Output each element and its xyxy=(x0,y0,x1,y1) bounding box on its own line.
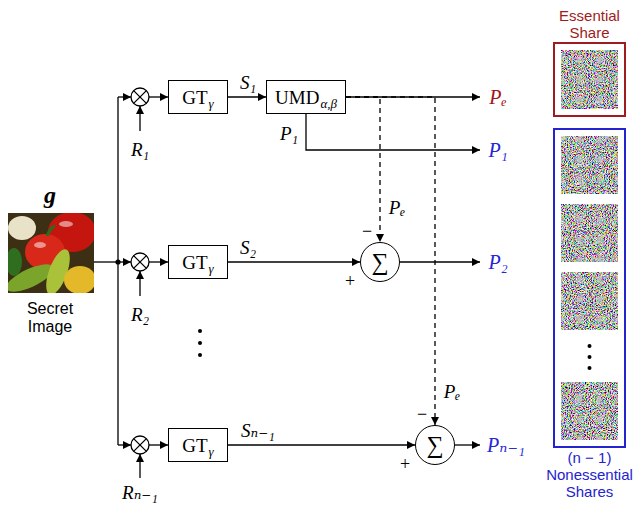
wire xyxy=(139,106,140,131)
yellow-pepper xyxy=(64,266,94,293)
wire xyxy=(118,96,131,97)
wire xyxy=(306,114,480,150)
multiplier-cross xyxy=(134,256,147,269)
dot xyxy=(588,344,592,348)
wire xyxy=(149,96,168,97)
noise-share-image xyxy=(561,272,618,330)
wire xyxy=(94,261,118,262)
signal-label: S₂ xyxy=(240,238,256,259)
summation-node: ∑ xyxy=(360,242,400,282)
subscript-text: γ xyxy=(209,445,214,458)
dot xyxy=(198,353,202,357)
transform-box: GTγ xyxy=(168,428,228,462)
wire xyxy=(149,261,168,262)
frame-heading: Essential Share xyxy=(542,7,638,41)
multiplier-symbol xyxy=(131,253,149,271)
connector-arrow xyxy=(228,96,266,97)
output-label: P₂ xyxy=(488,251,507,274)
box-text: GT xyxy=(182,436,207,455)
summation-node: ∑ xyxy=(415,425,455,465)
signal-label: Pₑ xyxy=(389,197,406,219)
highlight xyxy=(59,221,73,227)
image-caption: Secret Image xyxy=(14,300,86,336)
dot xyxy=(588,366,592,370)
stem xyxy=(47,226,55,236)
dashed-connector xyxy=(346,97,380,242)
noise-share-image xyxy=(561,50,618,109)
sign-label: + xyxy=(345,271,355,292)
sign-label: − xyxy=(417,404,427,425)
wire xyxy=(118,444,131,445)
box-text: ∑ xyxy=(371,250,388,274)
noise-share-image xyxy=(561,382,618,440)
signal-label: Sₙ₋₁ xyxy=(241,421,275,442)
multiplier-cross xyxy=(134,439,147,452)
junction-dot xyxy=(115,259,120,264)
noise-share-image xyxy=(561,136,618,194)
process-box: UMDα,β xyxy=(266,80,346,114)
subscript-text: α,β xyxy=(320,97,337,110)
subscript-text: γ xyxy=(209,262,214,275)
ellipsis-dots xyxy=(198,329,202,357)
share-images xyxy=(561,50,618,440)
wire xyxy=(455,444,480,445)
output-label: Pₑ xyxy=(489,86,506,109)
nonessential-share-frame: (n − 1) Nonessential Shares xyxy=(553,128,626,448)
output-label: P₁ xyxy=(488,139,507,162)
input-wires xyxy=(94,97,168,478)
output-label: Pₙ₋₁ xyxy=(487,434,525,457)
signal-label: P₁ xyxy=(280,123,298,145)
box-text: GT xyxy=(182,253,207,272)
garlic xyxy=(8,216,36,240)
dot xyxy=(198,329,202,333)
essential-share-frame: Essential Share xyxy=(553,42,626,117)
sign-label: + xyxy=(400,454,410,475)
sign-label: − xyxy=(362,221,372,242)
wire xyxy=(139,271,140,296)
secret-image xyxy=(8,213,94,293)
green-pepper xyxy=(8,248,22,276)
multiplier-symbols xyxy=(131,88,149,454)
transform-box: GTγ xyxy=(168,80,228,114)
frame-heading: (n − 1) Nonessential Shares xyxy=(542,449,638,500)
variable-label: g xyxy=(44,182,56,210)
box-text: ∑ xyxy=(426,433,443,457)
multiplier-symbol xyxy=(131,436,149,454)
transform-box: GTγ xyxy=(168,245,228,279)
signal-label: Rₙ₋₁ xyxy=(122,482,158,504)
output-wires xyxy=(306,97,480,445)
dashed-connector xyxy=(346,97,435,425)
signal-label: Pₑ xyxy=(444,381,461,403)
highlight xyxy=(34,242,46,248)
multiplier-cross xyxy=(134,91,147,104)
multiplier-symbol xyxy=(131,88,149,106)
frame-heading-text: (n − 1) Nonessential Shares xyxy=(542,449,638,500)
box-text: GT xyxy=(182,88,207,107)
signal-label: R₂ xyxy=(131,304,149,326)
wire xyxy=(139,454,140,478)
wire xyxy=(117,97,118,445)
wire xyxy=(400,261,480,262)
wire xyxy=(149,444,168,445)
subscript-text: γ xyxy=(209,97,214,110)
connector-arrow xyxy=(228,444,415,445)
dot xyxy=(198,341,202,345)
signal-label: S₁ xyxy=(240,73,256,94)
edge-layer xyxy=(228,97,435,445)
signal-label: R₁ xyxy=(131,139,149,161)
connector-arrow xyxy=(228,261,360,262)
box-text: UMD xyxy=(275,88,319,107)
frame-heading-text: Essential Share xyxy=(542,7,638,41)
dot xyxy=(588,355,592,359)
noise-share-image xyxy=(561,204,618,262)
